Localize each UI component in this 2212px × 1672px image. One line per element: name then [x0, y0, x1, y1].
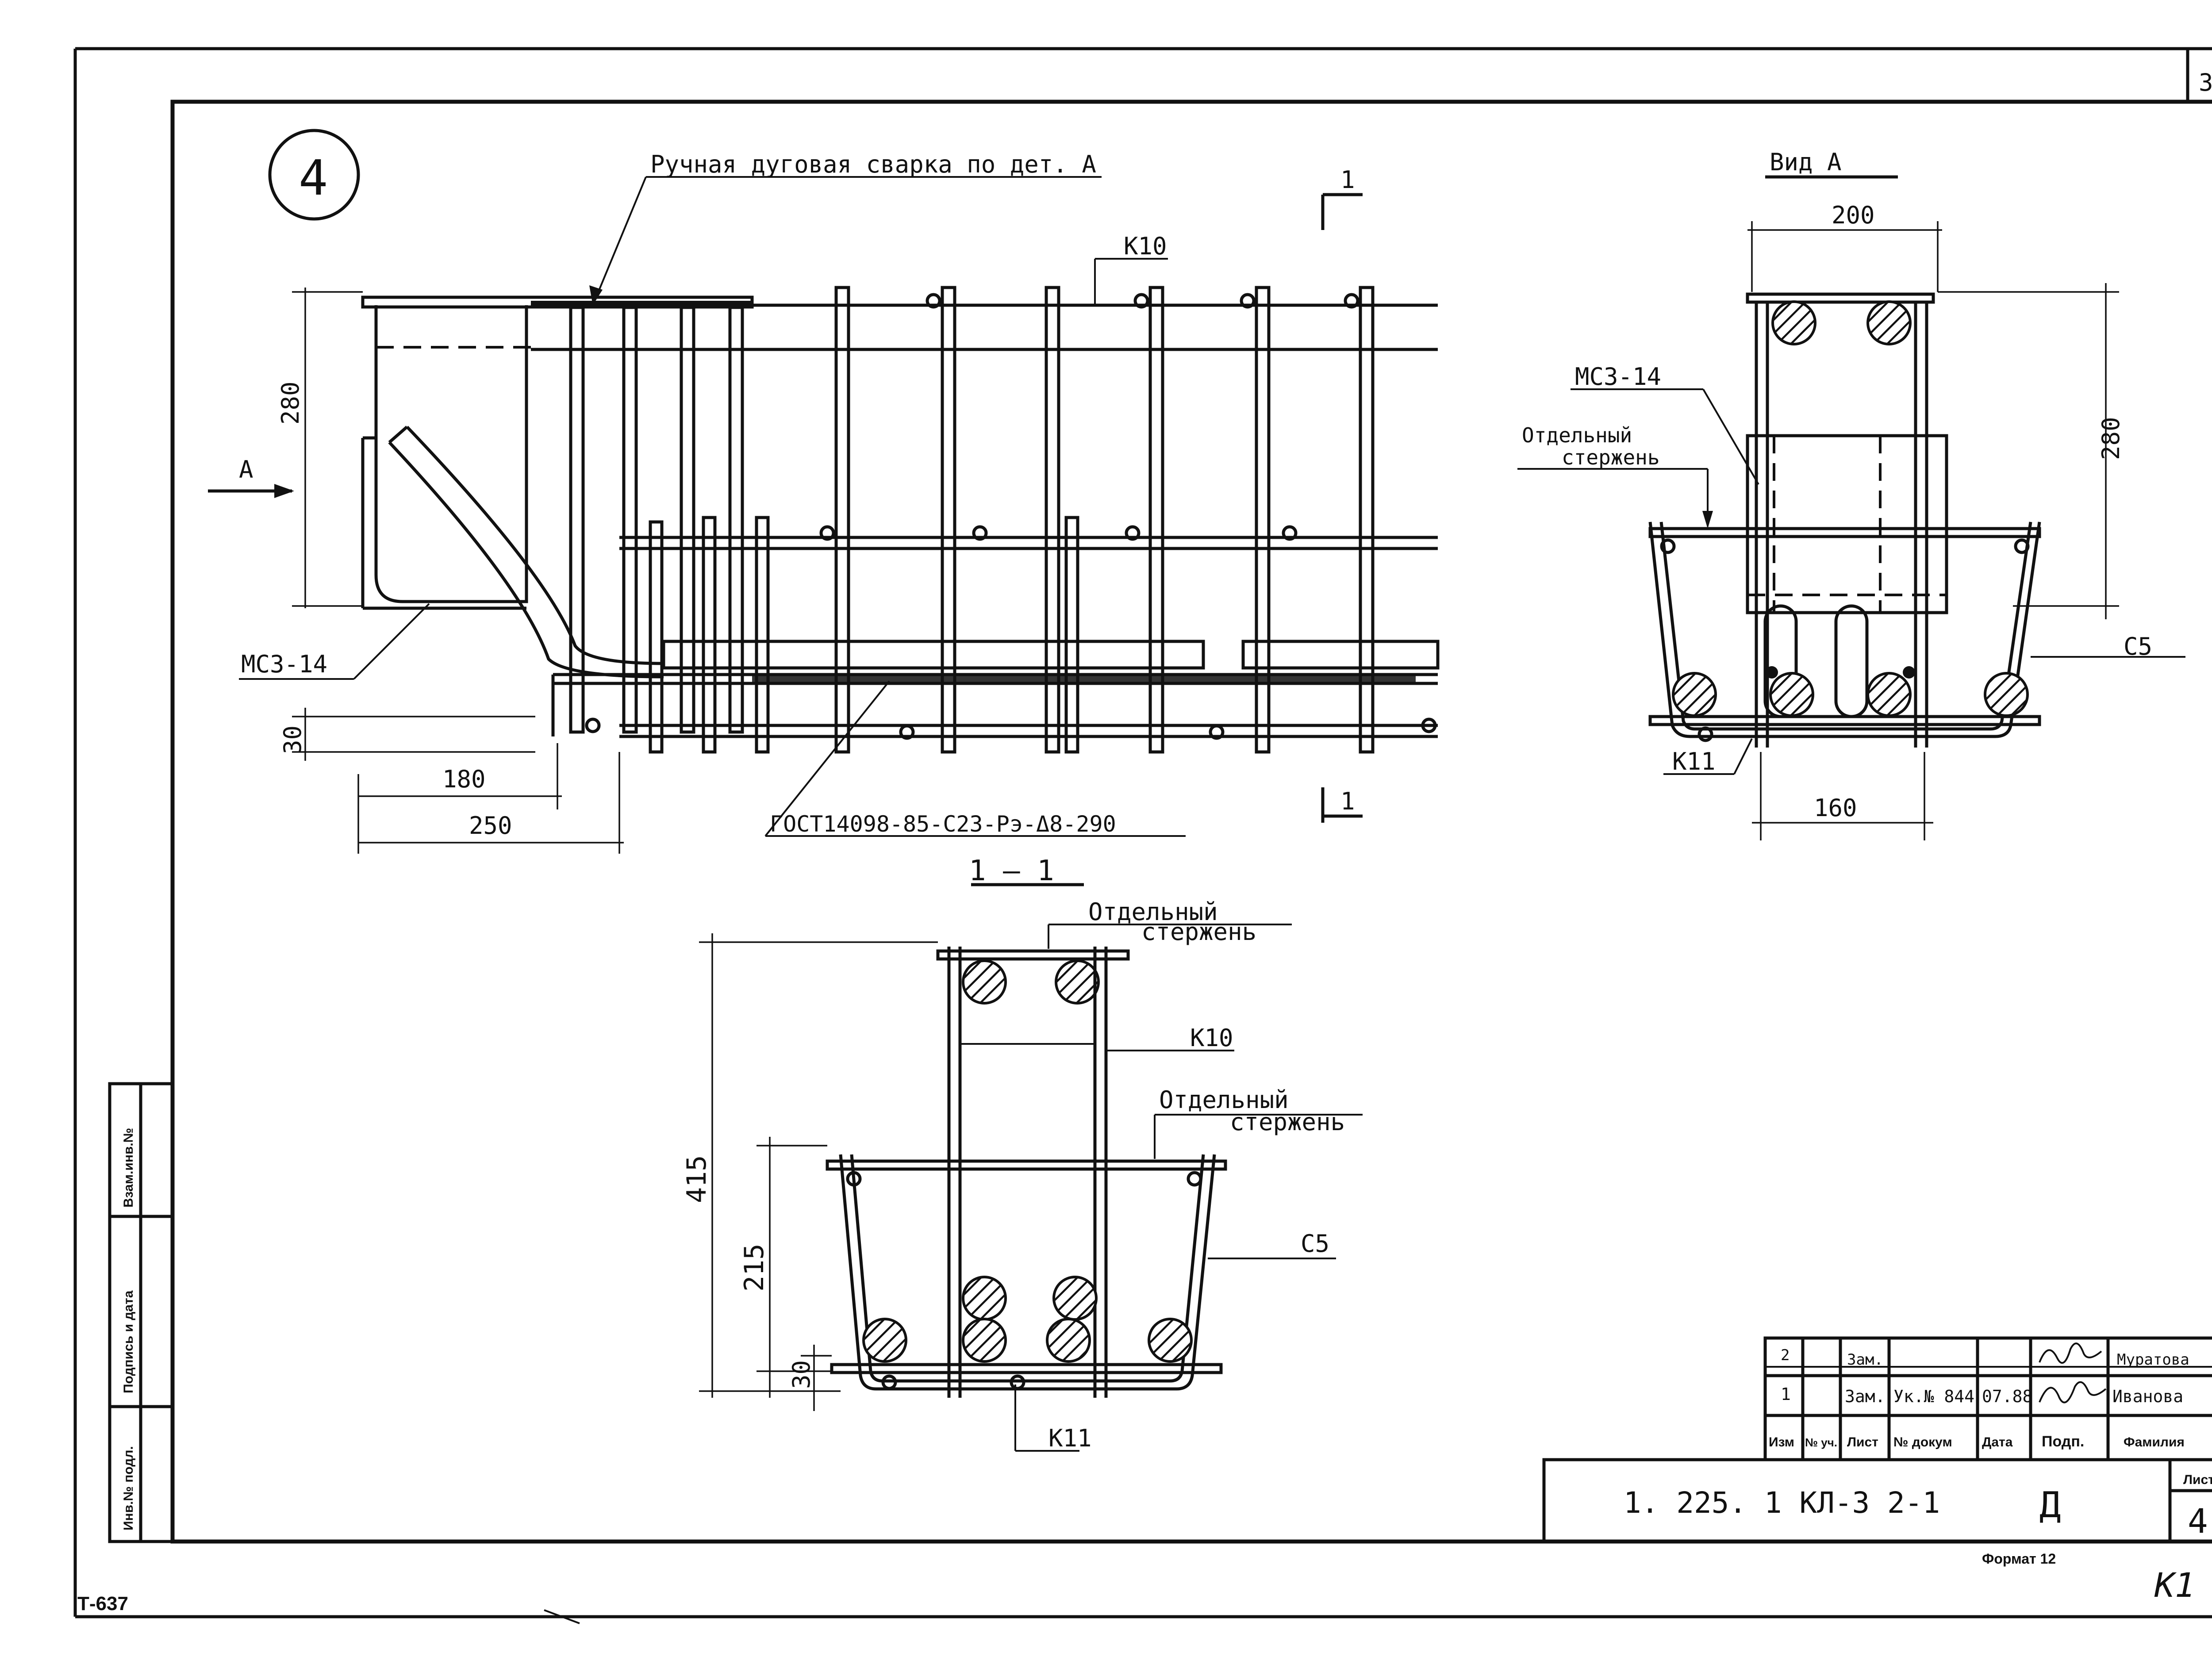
label-mc3-14-main: МС3-14 [241, 650, 327, 678]
dim-160: 160 [1814, 794, 1857, 822]
rev-row-1-izm: 2 [1781, 1346, 1790, 1364]
rev-row-1-list: Зам. [1847, 1351, 1883, 1369]
section-mark-bottom: 1 [1321, 787, 1363, 823]
rev-row-2-izm: 1 [1781, 1384, 1791, 1404]
svg-text:1: 1 [1340, 166, 1355, 194]
page-number: 38 [2199, 69, 2212, 96]
tb-header-sign: Подп. [2042, 1433, 2084, 1450]
main-view: Ручная дуговая сварка по дет. А [208, 150, 1440, 854]
rev-row-2-doc: Ук.№ 844 [1893, 1387, 1974, 1406]
dim-215: 215 [739, 1244, 770, 1292]
label-mc3-14-view-a: МС3-14 [1575, 363, 1661, 391]
stamp-field-3: Взам.инв.№ [121, 1128, 136, 1208]
stray-mark [544, 1609, 580, 1624]
weld-note: Ручная дуговая сварка по дет. А [650, 150, 1096, 178]
dim-415: 415 [681, 1155, 712, 1203]
detail-number-circle: 4 [268, 129, 360, 221]
label-a-arrow: А [239, 456, 253, 483]
label-k11-view-a: К11 [1672, 748, 1716, 775]
format-label: Формат 12 [1982, 1551, 2056, 1567]
bar-circles [585, 293, 1437, 740]
rev-row-2-name: Иванова [2112, 1387, 2183, 1406]
tb-header-izm: Изм [1769, 1435, 1794, 1450]
detail-number: 4 [299, 150, 328, 206]
label-k11-section: К11 [1048, 1424, 1092, 1452]
title-block [1542, 1336, 2212, 1543]
view-a: Вид А 200 [1517, 148, 2185, 840]
dim-280-main: 280 [276, 381, 304, 425]
tb-header-name: Фамилия [2124, 1435, 2185, 1450]
label-gost: ГОСТ14098-85-С23-Рэ-Δ8-290 [770, 811, 1116, 837]
label-separate-bar-mid-1: Отдельный [1159, 1086, 1289, 1114]
dim-30-main: 30 [279, 725, 307, 754]
label-c5-section: С5 [1301, 1230, 1329, 1258]
corner-code: Т-637 [77, 1593, 128, 1614]
stamp-field-1: Инв.№ подл. [121, 1446, 136, 1530]
stage-letter: Д [2039, 1484, 2061, 1526]
label-separate-bar-mid-2: стержень [1230, 1108, 1345, 1136]
dim-250: 250 [469, 812, 512, 840]
rev-row-2-date: 07.88 [1982, 1387, 2032, 1406]
bottom-right-mark: К1 [2154, 1565, 2195, 1605]
label-separate-bar-top-1: Отдельный [1088, 898, 1218, 926]
tb-header-date: Дата [1982, 1435, 2013, 1450]
label-c5-view-a: С5 [2124, 633, 2152, 660]
svg-text:1: 1 [1340, 787, 1355, 815]
label-k10-section: К10 [1190, 1024, 1233, 1052]
signature-marks [2039, 1342, 2107, 1404]
rev-row-1-name: Муратова [2117, 1351, 2189, 1369]
lower-stirrups [649, 516, 1079, 754]
rev-row-2-list: Зам. [1845, 1387, 1886, 1406]
sheet-number: 4 [2188, 1501, 2208, 1541]
designation: 1. 225. 1 КЛ-3 2-1 [1624, 1486, 1940, 1520]
label-separate-bar-top-2: стержень [1141, 918, 1256, 946]
upper-stirrups [569, 286, 1375, 754]
inner-frame [170, 47, 2212, 1544]
stamp-field-2: Подпись и дата [121, 1290, 136, 1393]
tb-header-doc: № докум [1893, 1435, 1952, 1450]
section-title: 1 — 1 [969, 855, 1054, 887]
tb-header-list: Лист [1847, 1435, 1878, 1450]
tb-header-kol: № уч. [1805, 1436, 1837, 1449]
label-separate-bar-view-a-2: стержень [1562, 445, 1660, 469]
label-k10-main: К10 [1124, 232, 1167, 260]
view-a-title: Вид А [1770, 148, 1842, 176]
section-1-1: 1 — 1 415 215 [681, 855, 1363, 1452]
dim-280-view-a: 280 [2097, 417, 2125, 460]
sheet-label: Лист [2183, 1473, 2212, 1487]
label-separate-bar-view-a-1: Отдельный [1522, 423, 1632, 447]
dim-180: 180 [442, 765, 486, 793]
dim-30-section: 30 [787, 1360, 815, 1389]
section-mark-top: 1 [1321, 166, 1363, 230]
outer-frame [73, 47, 2212, 1618]
dim-200: 200 [1832, 201, 1875, 229]
left-side-stamp: Инв.№ подл. Подпись и дата Взам.инв.№ [108, 1082, 174, 1543]
